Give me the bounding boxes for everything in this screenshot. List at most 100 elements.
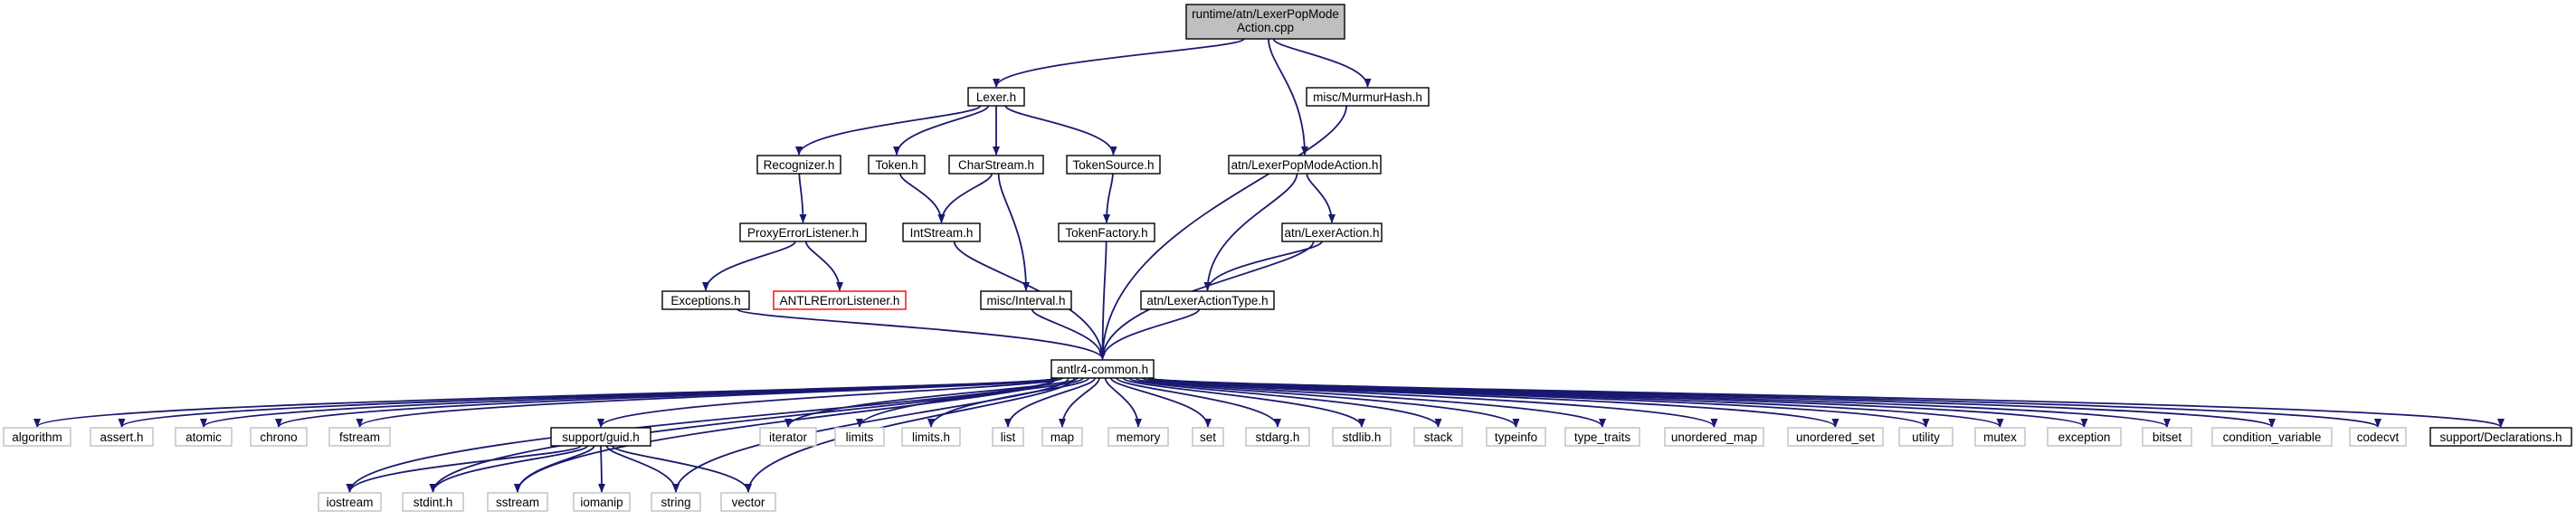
node-label: iterator <box>769 430 808 444</box>
node-guid[interactable]: support/guid.h <box>550 427 651 447</box>
node-typeinfo: typeinfo <box>1486 427 1546 447</box>
node-label: IntStream.h <box>910 226 974 240</box>
node-box <box>901 427 961 447</box>
node-label: support/guid.h <box>562 430 640 444</box>
edge-common-to-iostream <box>346 377 1058 493</box>
node-label: limits.h <box>912 430 950 444</box>
node-box <box>1192 427 1224 447</box>
edge-common-to-stdint <box>429 377 1058 493</box>
node-uset: unordered_set <box>1787 427 1884 447</box>
node-box <box>759 427 817 447</box>
node-exception: exception <box>2047 427 2122 447</box>
node-lexeraction[interactable]: atn/LexerAction.h <box>1281 222 1383 242</box>
node-label: Action.cpp <box>1237 21 1294 34</box>
node-box <box>992 427 1024 447</box>
edge-common-to-limits <box>856 377 1084 428</box>
node-box <box>1486 427 1546 447</box>
edge-actiontype-to-common <box>1098 308 1201 360</box>
node-box <box>573 492 631 512</box>
node-label: misc/MurmurHash.h <box>1313 90 1422 104</box>
node-box <box>1664 427 1764 447</box>
node-iomanip: iomanip <box>573 492 631 512</box>
node-chrono: chrono <box>250 427 308 447</box>
edge-root-to-murmur <box>1272 38 1372 88</box>
node-intstream[interactable]: IntStream.h <box>902 222 981 242</box>
node-box <box>1185 4 1345 40</box>
edge-popmodeh-to-actiontype <box>1203 173 1298 291</box>
node-stdarg: stdarg.h <box>1245 427 1310 447</box>
node-box <box>902 222 981 242</box>
node-box <box>773 290 907 310</box>
node-umap: unordered_map <box>1664 427 1764 447</box>
edge-murmur-to-common <box>1098 105 1347 360</box>
edge-lexeraction-to-actiontype <box>1203 241 1323 291</box>
node-limits: limits <box>834 427 885 447</box>
node-recognizer[interactable]: Recognizer.h <box>756 155 841 175</box>
edge-recognizer-to-proxy <box>798 173 807 223</box>
edge-root-to-lexer <box>993 38 1245 88</box>
edge-tokensource-to-tokenfactory <box>1103 173 1114 223</box>
node-tokensource[interactable]: TokenSource.h <box>1066 155 1161 175</box>
node-label: unordered_set <box>1796 430 1875 444</box>
node-box <box>1228 155 1382 175</box>
node-decl[interactable]: support/Declarations.h <box>2429 427 2572 447</box>
node-stdlib: stdlib.h <box>1332 427 1392 447</box>
node-box <box>1564 427 1640 447</box>
node-map: map <box>1041 427 1083 447</box>
node-typetraits: type_traits <box>1564 427 1640 447</box>
node-box <box>1787 427 1884 447</box>
node-label: mutex <box>1983 430 2017 444</box>
node-lexer[interactable]: Lexer.h <box>967 87 1025 107</box>
node-box <box>967 87 1025 107</box>
edge-common-to-stdlib <box>1122 377 1365 428</box>
node-exceptions[interactable]: Exceptions.h <box>661 290 750 310</box>
node-label: stdarg.h <box>1256 430 1300 444</box>
node-token[interactable]: Token.h <box>868 155 926 175</box>
node-box <box>720 492 776 512</box>
node-box <box>834 427 885 447</box>
node-label: atn/LexerAction.h <box>1284 226 1379 240</box>
edge-guid-to-iomanip <box>597 445 605 493</box>
node-label: atomic <box>185 430 222 444</box>
node-popmodeh[interactable]: atn/LexerPopModeAction.h <box>1228 155 1382 175</box>
node-interval[interactable]: misc/Interval.h <box>980 290 1072 310</box>
edges-layer <box>33 38 2505 493</box>
node-box <box>1245 427 1310 447</box>
node-charstream[interactable]: CharStream.h <box>948 155 1044 175</box>
node-murmur[interactable]: misc/MurmurHash.h <box>1306 87 1430 107</box>
node-box <box>328 427 391 447</box>
edge-common-to-iterator <box>784 377 1079 428</box>
node-label: vector <box>732 496 765 509</box>
node-box <box>2047 427 2122 447</box>
node-label: TokenSource.h <box>1072 158 1154 172</box>
edge-common-to-fstream <box>356 377 1058 428</box>
node-label: list <box>1001 430 1016 444</box>
node-label: antlr4-common.h <box>1057 363 1148 376</box>
node-box <box>1041 427 1083 447</box>
node-box <box>756 155 841 175</box>
edge-common-to-set <box>1109 377 1212 428</box>
node-proxy[interactable]: ProxyErrorListener.h <box>739 222 867 242</box>
node-box <box>1898 427 1953 447</box>
node-label: unordered_map <box>1671 430 1757 444</box>
node-stdint: stdint.h <box>402 492 464 512</box>
node-label: ProxyErrorListener.h <box>747 226 859 240</box>
edge-intstream-to-common <box>953 241 1107 360</box>
node-label: exception <box>2058 430 2111 444</box>
node-sstream: sstream <box>487 492 548 512</box>
node-actiontype[interactable]: atn/LexerActionType.h <box>1140 290 1275 310</box>
node-root-file: runtime/atn/LexerPopModeAction.cpp <box>1185 4 1345 40</box>
node-box <box>868 155 926 175</box>
node-box <box>1050 359 1155 379</box>
edge-tokenfactory-to-common <box>1098 241 1107 360</box>
edge-common-to-list <box>1004 377 1097 428</box>
node-vector: vector <box>720 492 776 512</box>
node-tokenfactory[interactable]: TokenFactory.h <box>1058 222 1155 242</box>
node-mutex: mutex <box>1974 427 2026 447</box>
node-antlrerr[interactable]: ANTLRErrorListener.h <box>773 290 907 310</box>
node-common[interactable]: antlr4-common.h <box>1050 359 1155 379</box>
node-box <box>175 427 233 447</box>
node-label: utility <box>1912 430 1940 444</box>
node-label: chrono <box>260 430 297 444</box>
